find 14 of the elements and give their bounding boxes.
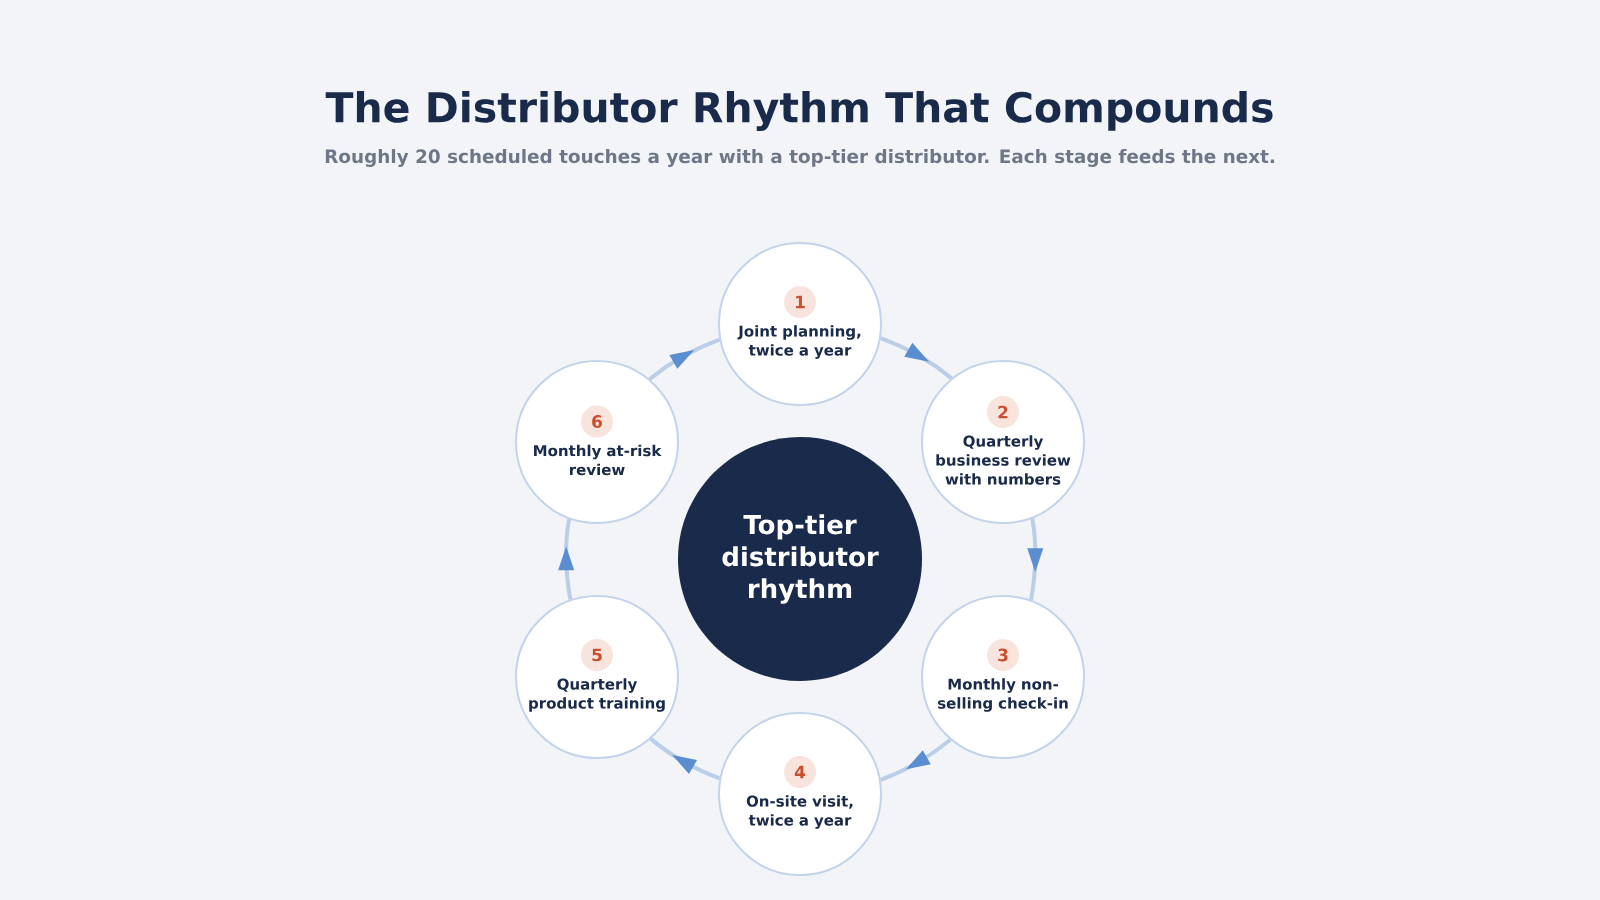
arrow [558,518,575,600]
arrow [1027,518,1044,601]
number-badge: 1 [784,286,816,318]
arrow [649,737,721,781]
arrow [880,336,953,380]
arrow [880,738,952,782]
number-badge: 4 [784,756,816,788]
number-badge: 2 [987,396,1019,428]
number-badge: 5 [581,639,613,671]
title: The Distributor Rhythm That Compounds [325,91,1273,131]
subtitle: Roughly 20 scheduled touches a year with a top-tier distributor. Each stage feeds the next. [325,149,1274,167]
number-badge: 3 [987,639,1019,671]
number-badge: 6 [581,405,613,438]
arrow [648,337,721,381]
